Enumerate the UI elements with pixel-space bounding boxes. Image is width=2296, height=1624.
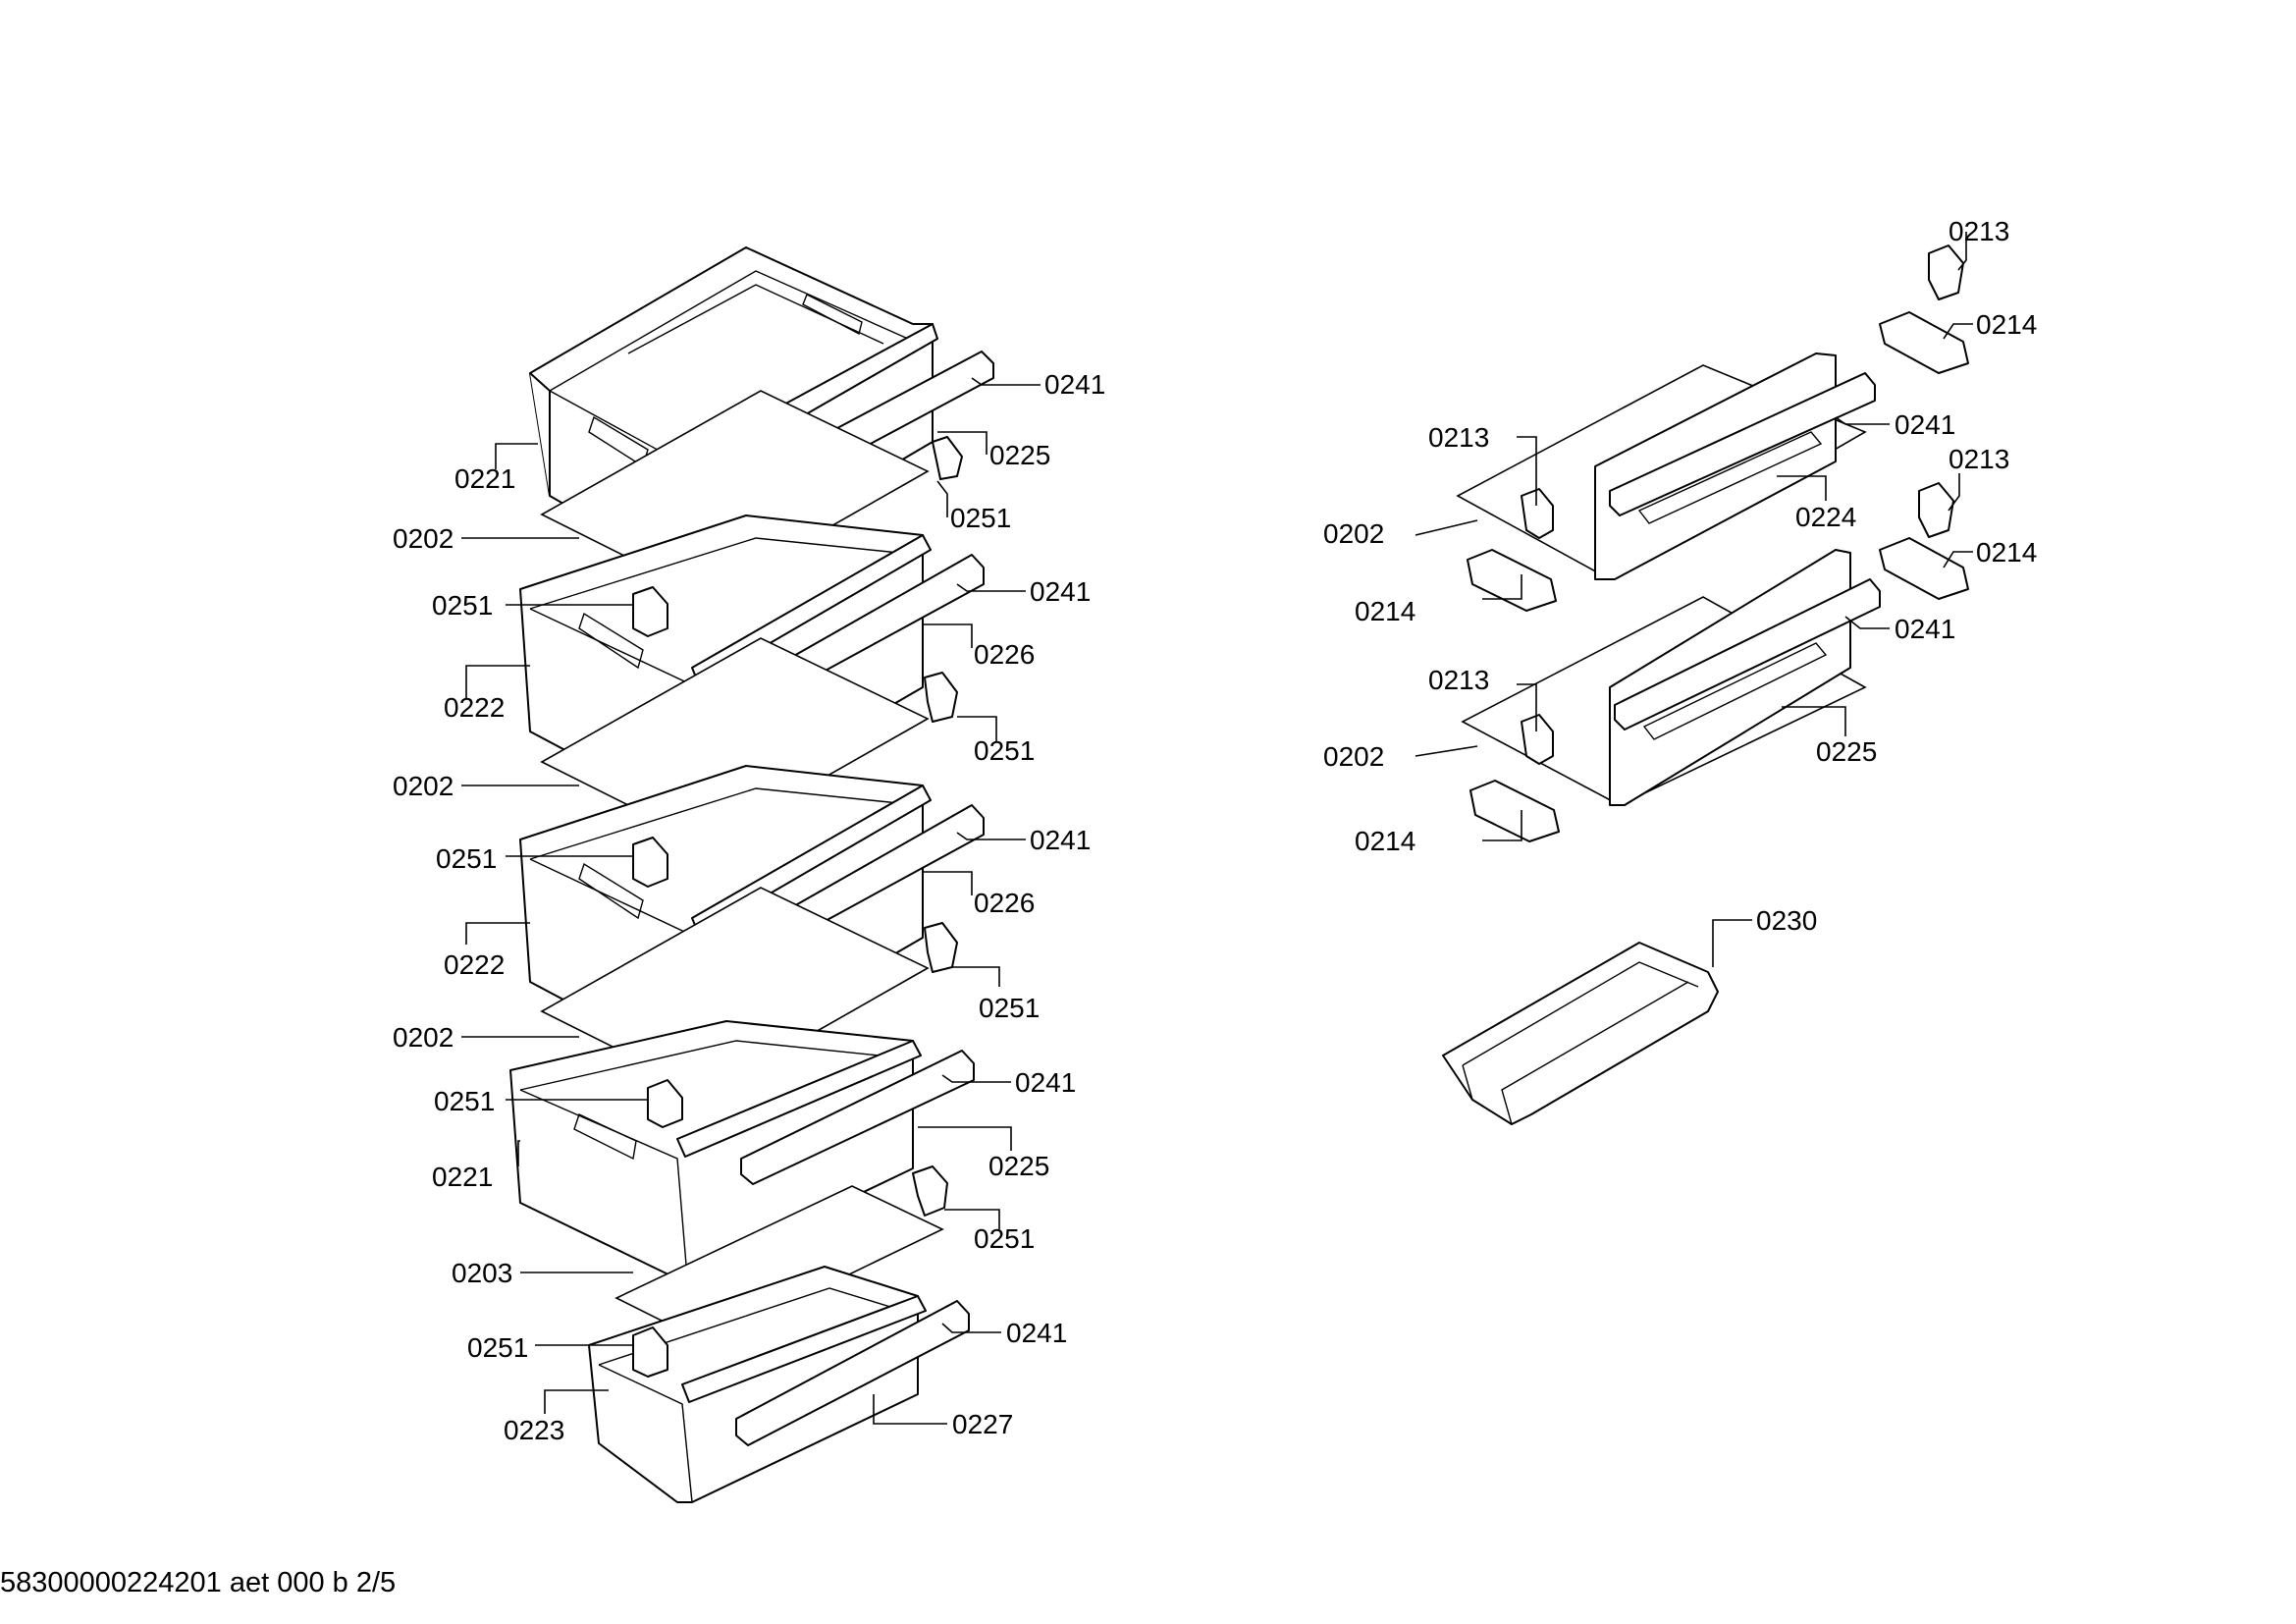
callout-label: 0214: [1976, 537, 2037, 568]
callout-label: 0251: [434, 1086, 495, 1116]
callout-label: 0224: [1795, 502, 1856, 532]
callout-label: 0213: [1949, 444, 2009, 474]
callout-label: 0221: [454, 463, 515, 494]
callout-label: 0202: [393, 1022, 454, 1053]
callout-label: 0230: [1756, 905, 1817, 936]
callout-label: 0251: [974, 1223, 1035, 1254]
callout-label: 0251: [974, 735, 1035, 766]
callout-label: 0221: [432, 1162, 493, 1192]
callout-label: 0251: [950, 503, 1011, 533]
bracket-0213-3: [1521, 714, 1554, 765]
callout-label: 0214: [1355, 596, 1415, 626]
document-footer-code: 58300000224201 aet 000 b 2/5: [0, 1567, 397, 1598]
callout-label: 0226: [974, 888, 1035, 918]
callout-label: 0225: [1816, 736, 1877, 767]
shelf-unit-0225: [1461, 549, 1881, 806]
leader-lines: [461, 232, 1973, 1425]
bracket-0213-2: [1928, 244, 1964, 300]
callout-label: 0203: [452, 1258, 512, 1288]
callout-label: 0226: [974, 639, 1035, 670]
callout-label: 0202: [1323, 518, 1384, 549]
clip-0251-4: [912, 1165, 948, 1217]
clip-0251-3: [924, 922, 958, 973]
callout-label: 0241: [1006, 1318, 1067, 1348]
drawer-0223: [588, 1266, 970, 1503]
hinge-0214-1: [1467, 549, 1557, 612]
hinge-0214-4: [1879, 537, 1969, 600]
callout-label: 0241: [1895, 614, 1955, 644]
callout-label: 0222: [444, 692, 505, 723]
clip-0251-1: [932, 436, 963, 480]
callout-label: 0214: [1976, 309, 2037, 340]
callout-label: 0222: [444, 949, 505, 980]
callout-label: 0225: [988, 1151, 1049, 1181]
callout-label: 0225: [989, 440, 1050, 470]
callout-label: 0241: [1015, 1067, 1076, 1098]
callout-label: 0214: [1355, 826, 1415, 856]
callout-label: 0202: [393, 771, 454, 801]
callout-label: 0251: [436, 843, 497, 874]
callout-label: 0202: [1323, 741, 1384, 772]
callout-label: 0202: [393, 523, 454, 554]
bracket-0213-1: [1521, 488, 1554, 539]
callout-label: 0251: [432, 590, 493, 621]
callout-label: 0251: [979, 993, 1040, 1023]
callout-label: 0213: [1428, 422, 1489, 453]
tray-0230: [1442, 942, 1719, 1125]
callout-label: 0241: [1044, 369, 1105, 400]
callout-label: 0251: [467, 1332, 528, 1363]
callout-label: 0213: [1428, 665, 1489, 695]
callout-labels: 0241 0225 0221 0251 0202 0241 0251 0226 …: [393, 216, 2037, 1445]
callout-label: 0241: [1030, 576, 1091, 607]
callout-label: 0241: [1030, 825, 1091, 855]
callout-label: 0241: [1895, 409, 1955, 440]
bracket-0213-4: [1918, 482, 1954, 538]
shelf-unit-0224: [1456, 352, 1876, 580]
callout-label: 0213: [1949, 216, 2009, 246]
hinge-0214-2: [1879, 311, 1969, 374]
clip-0251-2: [924, 672, 958, 723]
callout-label: 0223: [504, 1415, 564, 1445]
callout-label: 0227: [952, 1409, 1013, 1439]
hinge-0214-3: [1469, 780, 1560, 842]
